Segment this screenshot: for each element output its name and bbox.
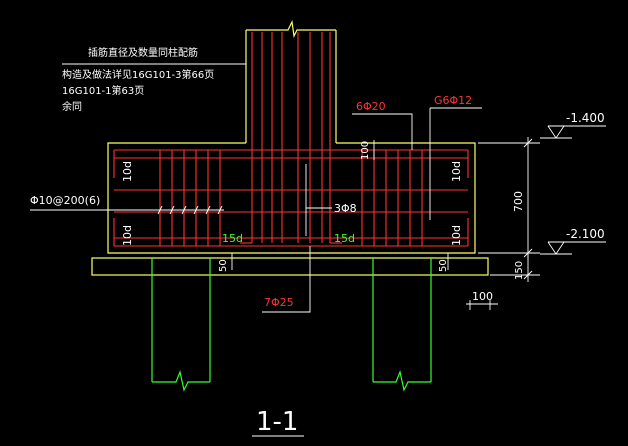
label-dim-depth: 700 [512, 191, 525, 212]
note-line-3: 余同 [62, 100, 82, 113]
label-lap-left: 15d [222, 232, 243, 245]
label-elev-bottom: -2.100 [566, 227, 605, 241]
pile-right [372, 258, 432, 392]
label-elev-top: -1.400 [566, 111, 605, 125]
note-line-2: 16G101-1第63页 [62, 84, 144, 97]
label-lap-right: 15d [334, 232, 355, 245]
label-cover-left: 50 [218, 259, 229, 272]
label-dim-offset: 100 [472, 290, 493, 303]
label-anchor-left-top: 10d [121, 161, 134, 182]
label-anchor-left-bottom: 10d [121, 225, 134, 246]
dimension-lines [231, 125, 606, 437]
column-outline [245, 20, 337, 143]
label-stirrup: Φ10@200(6) [30, 194, 100, 207]
label-dim-cushion: 150 [514, 261, 525, 280]
label-rebar-top: 6Φ20 [356, 100, 386, 113]
label-rebar-side: G6Φ12 [434, 94, 472, 107]
label-cover-top: 100 [360, 141, 371, 160]
label-anchor-right-top: 10d [450, 161, 463, 182]
label-anchor-right-bottom: 10d [450, 225, 463, 246]
stirrup-ticks [157, 205, 223, 215]
section-title: 1-1 [256, 407, 298, 437]
pile-left [151, 258, 211, 392]
label-rebar-mid: 3Φ8 [334, 202, 357, 215]
label-rebar-bottom: 7Φ25 [264, 296, 294, 309]
note-top: 插筋直径及数量同柱配筋 [88, 46, 198, 59]
leader-lines [30, 63, 482, 313]
label-cover-right: 50 [438, 259, 449, 272]
cushion-layer [91, 257, 489, 276]
beam-outline [107, 142, 476, 254]
note-line-1: 构造及做法详见16G101-3第66页 [62, 68, 214, 81]
